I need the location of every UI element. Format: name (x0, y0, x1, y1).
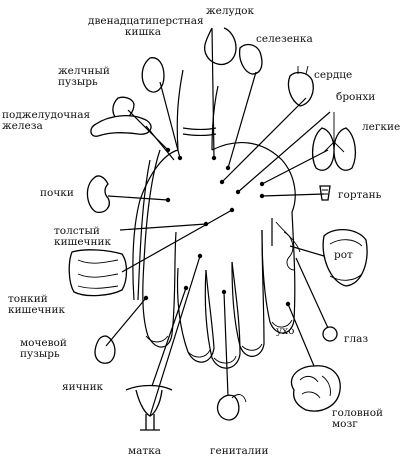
label-uterus: матка (128, 445, 162, 457)
brain-shape (290, 365, 341, 412)
larynx-shape (319, 185, 331, 201)
spleen-shape (238, 43, 263, 75)
label-ear: ухо (276, 325, 295, 337)
label-lungs: легкие (362, 121, 401, 133)
mouth-shape (322, 229, 368, 287)
duodenum-shape (141, 57, 165, 93)
label-eye: глаз (344, 333, 369, 345)
label-mouth: рот (334, 249, 353, 261)
lungs-shape (311, 127, 357, 171)
label-stomach: желудок (206, 5, 255, 17)
label-larynx: гортань (338, 189, 382, 201)
label-genitals: гениталии (210, 445, 269, 457)
ear-shape (283, 231, 295, 271)
label-gallbladder: желчный пузырь (58, 65, 110, 88)
label-small-intestine: тонкий кишечник (8, 293, 66, 316)
label-kidneys: почки (40, 187, 74, 199)
label-ovary: яичник (62, 381, 104, 393)
uterus-shape (125, 384, 173, 431)
label-brain: головной мозг (332, 407, 384, 430)
bladder-shape (94, 335, 116, 364)
gallbladder-shape (112, 96, 135, 121)
label-duodenum: двенадцатиперстная кишка (88, 15, 204, 38)
label-heart: сердце (314, 69, 353, 81)
label-bronchi: бронхи (336, 91, 376, 103)
heart-shape (287, 71, 314, 107)
stomach-shape (204, 27, 237, 65)
genitals-shape (216, 394, 240, 421)
label-pancreas: поджелудочная железа (2, 109, 91, 132)
label-colon: толстый кишечник (54, 225, 112, 248)
label-spleen: селезенка (256, 33, 313, 45)
kidney-shape (86, 175, 110, 213)
label-bladder: мочевой пузырь (20, 337, 67, 360)
eye-shape (322, 326, 338, 342)
reflex-points (143, 147, 291, 307)
pointer-lines (105, 27, 331, 417)
colon-shape (68, 249, 128, 297)
pancreas-shape (90, 114, 152, 137)
